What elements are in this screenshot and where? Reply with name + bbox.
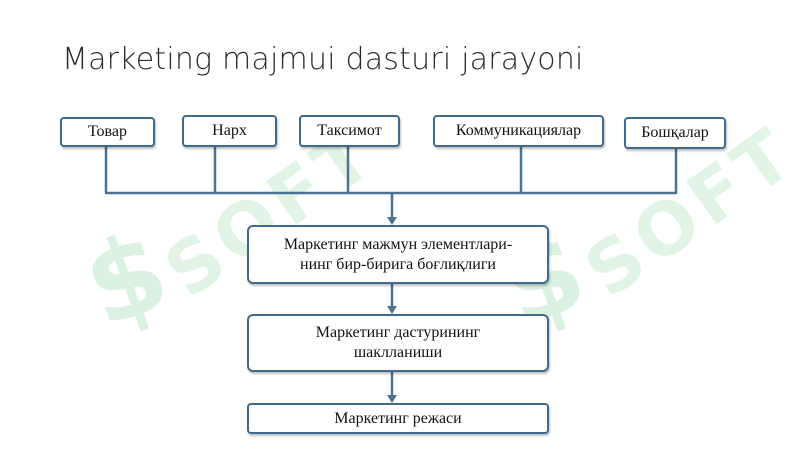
box-taksimot: Таксимот xyxy=(299,115,400,147)
box-narx-label: Нарх xyxy=(212,122,247,139)
arrowhead-step1 xyxy=(387,217,397,225)
box-kommunikatsiyalar: Коммуникациялар xyxy=(433,115,604,147)
arrowhead-step2 xyxy=(387,306,397,314)
box-narx: Нарх xyxy=(182,115,277,147)
box-step2-program-formation: Маркетинг дастурининг шаклланиши xyxy=(247,314,549,372)
arrowhead-step3 xyxy=(387,395,397,403)
box-tovar: Товар xyxy=(60,117,155,147)
step3-label: Маркетинг режаси xyxy=(334,409,462,427)
box-taksimot-label: Таксимот xyxy=(317,122,382,139)
box-boshqalar-label: Бошқалар xyxy=(641,124,709,141)
box-tovar-label: Товар xyxy=(87,123,127,140)
slide-title: Marketing majmui dasturi jarayoni xyxy=(62,42,584,77)
box-step1-interdependence: Маркетинг мажмун элементлари- нинг бир-б… xyxy=(247,225,549,284)
step1-line1: Маркетинг мажмун элементлари- xyxy=(283,235,513,253)
step2-line2: шаклланиши xyxy=(353,344,443,361)
step1-line2: нинг бир-бирига боғлиқлиги xyxy=(300,255,496,273)
step2-line1: Маркетинг дастурининг xyxy=(315,324,481,341)
box-boshqalar: Бошқалар xyxy=(624,117,726,149)
box-step3-marketing-plan: Маркетинг режаси xyxy=(247,403,549,434)
box-kommunikatsiyalar-label: Коммуникациялар xyxy=(455,122,582,139)
